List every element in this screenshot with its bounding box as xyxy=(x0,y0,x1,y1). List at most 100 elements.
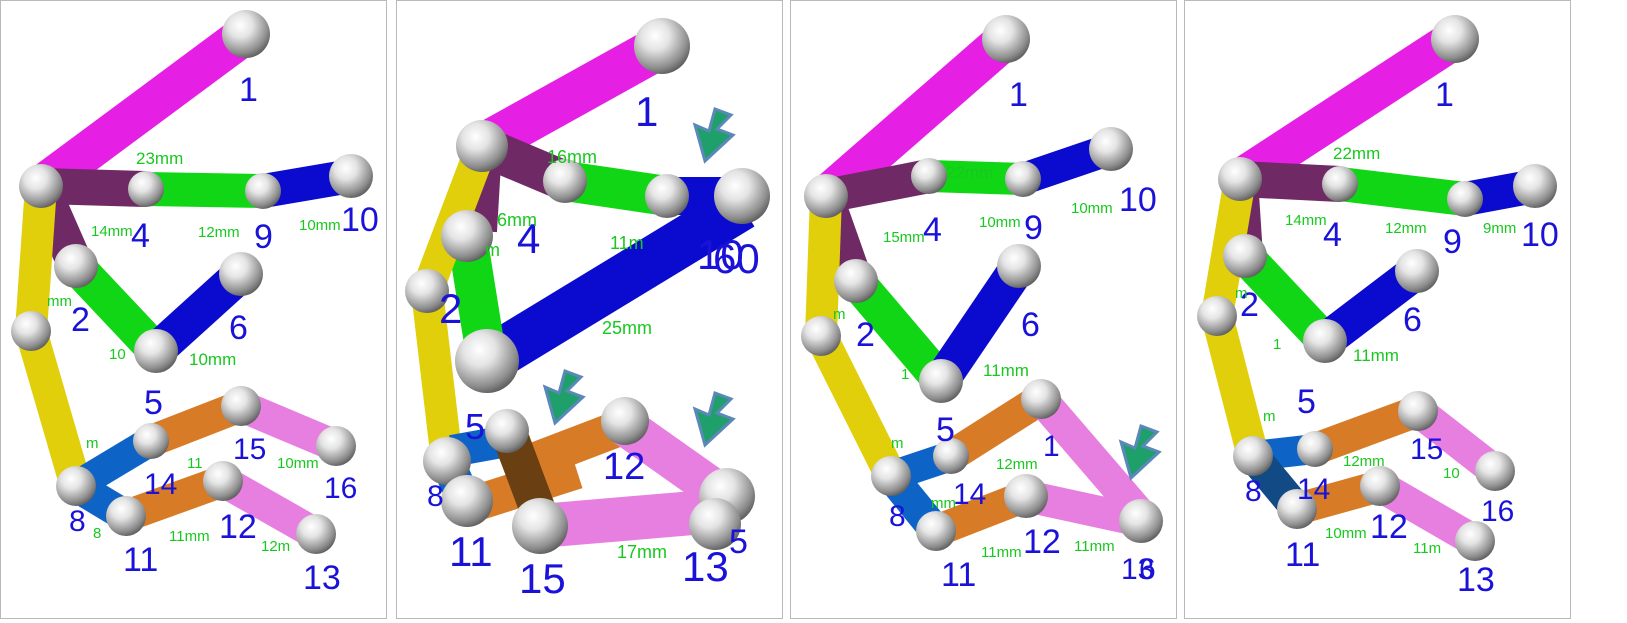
joint-label: 8 xyxy=(69,505,86,538)
joint-sphere xyxy=(1119,499,1163,543)
joint-sphere xyxy=(128,171,164,207)
bone-1-3 xyxy=(29,17,258,203)
joint-sphere xyxy=(203,461,243,501)
length-label: m xyxy=(891,435,904,452)
length-label: 11mm xyxy=(1353,346,1399,365)
joint-sphere xyxy=(933,438,969,474)
joint-label: 6 xyxy=(1021,306,1040,344)
length-label: 1 xyxy=(901,366,909,383)
joint-sphere xyxy=(997,244,1041,288)
length-label: 25mm xyxy=(602,318,652,338)
joint-label: 12 xyxy=(603,446,645,488)
joint-label: 9 xyxy=(1443,223,1462,261)
bone-7-8 xyxy=(15,326,92,491)
joint-sphere xyxy=(1233,436,1273,476)
length-label: 11m xyxy=(610,233,644,253)
bone-3-7 xyxy=(805,195,842,337)
joint-sphere xyxy=(245,173,281,209)
length-label: 1 xyxy=(1273,336,1281,353)
length-label: 17mm xyxy=(617,542,667,562)
length-label: 11mm xyxy=(981,544,1022,561)
length-label: 11mm xyxy=(983,361,1029,380)
joint-label: 11 xyxy=(449,528,493,575)
joint-sphere xyxy=(485,409,529,453)
joint-label: 15 xyxy=(1410,433,1443,466)
joint-sphere xyxy=(423,437,471,485)
joint-label: 4 xyxy=(131,217,150,255)
joint-label: 13 xyxy=(303,559,341,597)
length-label: 11 xyxy=(187,455,203,472)
joint-label: 12 xyxy=(1023,523,1061,561)
joint-sphere xyxy=(689,498,741,550)
joint-label: 14 xyxy=(144,468,177,501)
length-label: m xyxy=(1235,285,1248,302)
joint-label: 4 xyxy=(517,215,540,262)
joint-sphere xyxy=(1277,489,1317,529)
joint-sphere xyxy=(1395,249,1439,293)
joint-label: 6 xyxy=(229,309,248,347)
joint-sphere xyxy=(919,359,963,403)
bone-4-9 xyxy=(1337,167,1468,216)
joint-sphere xyxy=(222,10,270,58)
joint-label: 1 xyxy=(1009,76,1028,114)
joint-label: 15 xyxy=(233,433,266,466)
joint-label: 15 xyxy=(519,555,566,602)
joint-label: 14 xyxy=(1297,473,1330,506)
joint-label: 5 xyxy=(144,384,163,422)
joint-sphere xyxy=(221,386,261,426)
joint-label: 11 xyxy=(1285,536,1320,574)
joint-label: 8 xyxy=(427,480,444,513)
joint-sphere xyxy=(56,466,96,506)
length-label: 12mm xyxy=(1343,453,1385,470)
length-label: 12mm xyxy=(996,456,1038,473)
joint-sphere xyxy=(1447,181,1483,217)
joint-sphere xyxy=(1021,379,1061,419)
bone-4-9 xyxy=(145,172,264,208)
joint-sphere xyxy=(1475,451,1515,491)
length-label: 23mm xyxy=(136,149,183,168)
joint-sphere xyxy=(455,329,519,393)
joint-sphere xyxy=(296,514,336,554)
joint-sphere xyxy=(982,15,1030,63)
joint-sphere xyxy=(1197,296,1237,336)
joint-sphere xyxy=(1455,521,1495,561)
joint-sphere xyxy=(219,252,263,296)
joint-label: 11 xyxy=(941,556,976,594)
length-label: 14mm xyxy=(91,223,133,240)
length-label: 6mm xyxy=(497,210,537,230)
length-label: 8 xyxy=(93,525,101,542)
joint-sphere xyxy=(1297,431,1333,467)
joint-sphere xyxy=(1004,474,1048,518)
joint-sphere xyxy=(1513,164,1557,208)
length-label: 11mm xyxy=(1074,538,1115,555)
joint-label: 6 xyxy=(1139,553,1156,586)
joint-label: 16 xyxy=(324,472,357,505)
bone-15-16 xyxy=(1028,388,1159,532)
joint-sphere xyxy=(1089,127,1133,171)
joint-sphere xyxy=(1398,391,1438,431)
bone-1-3 xyxy=(471,26,673,166)
length-label: mm xyxy=(931,495,956,512)
joint-sphere xyxy=(19,164,63,208)
joint-label: 8 xyxy=(889,500,906,533)
joint-sphere xyxy=(601,397,649,445)
joint-sphere xyxy=(133,423,169,459)
arrow-icon xyxy=(1118,424,1162,481)
joint-label: 1 xyxy=(635,88,658,135)
joint-label: 10 xyxy=(341,201,379,239)
bone-5-6 xyxy=(926,255,1034,392)
joint-sphere xyxy=(329,154,373,198)
length-label: m xyxy=(485,240,500,260)
joint-label: 10 xyxy=(697,231,744,278)
joint-label: 2 xyxy=(1240,286,1259,324)
joint-label: 10 xyxy=(1119,181,1157,219)
joint-label: 4 xyxy=(923,211,942,249)
length-label: 12m xyxy=(261,538,290,555)
joint-label: 13 xyxy=(682,543,729,590)
length-label: m xyxy=(1263,408,1276,425)
joint-sphere xyxy=(804,174,848,218)
length-label: 22mm xyxy=(1333,144,1380,163)
joint-label: 2 xyxy=(71,301,90,339)
joint-label: 14 xyxy=(953,478,986,511)
length-label: 10mm xyxy=(189,350,236,369)
